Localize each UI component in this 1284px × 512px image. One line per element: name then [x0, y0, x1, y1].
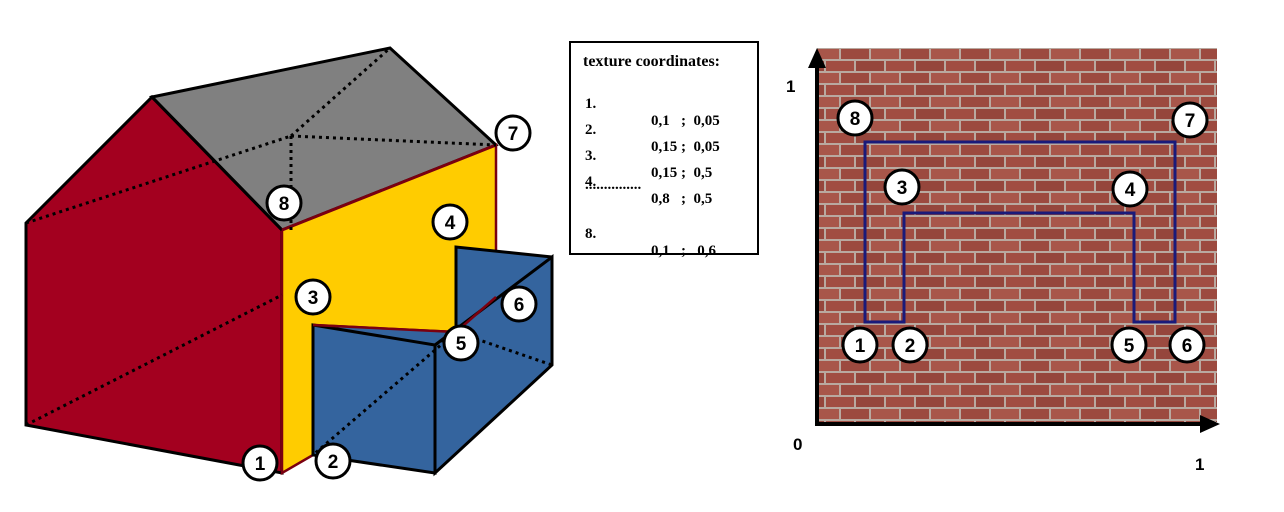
- row-number: 8.: [585, 226, 597, 242]
- svg-text:4: 4: [1125, 180, 1136, 201]
- table-title: texture coordinates:: [583, 53, 720, 70]
- tex-marker-6: 6: [1168, 326, 1206, 364]
- svg-text:5: 5: [456, 334, 467, 355]
- row-number: 4.: [585, 174, 597, 190]
- origin-label: 0: [793, 435, 802, 454]
- row-value: 0,8 ; 0,5: [651, 191, 713, 207]
- marker-3: 3: [294, 278, 332, 316]
- svg-text:5: 5: [1124, 336, 1135, 357]
- table-row-ellipsis: ...............: [583, 177, 757, 209]
- row-value: 0,1 ; 0,6: [651, 243, 716, 259]
- svg-text:3: 3: [897, 178, 908, 199]
- house-model: 1 2 3 4 5 6 7 8: [24, 46, 554, 482]
- row-value: 0,15 ; 0,5: [651, 165, 713, 181]
- table-row: 2. 0,15 ; 0,05: [583, 105, 757, 155]
- marker-7: 7: [494, 114, 532, 152]
- texture-outline: [863, 140, 1177, 324]
- svg-text:8: 8: [850, 109, 861, 130]
- y-axis-top-label: 1: [786, 77, 795, 96]
- table-row: 8. 0,1 ; 0,6: [583, 209, 757, 259]
- svg-text:7: 7: [1185, 111, 1196, 132]
- row-number: 1.: [585, 96, 597, 112]
- x-axis-right-label: 1: [1195, 455, 1204, 474]
- marker-6: 6: [500, 285, 538, 323]
- tex-marker-7: 7: [1171, 101, 1209, 139]
- tex-marker-2: 2: [891, 326, 929, 364]
- row-number: 2.: [585, 122, 597, 138]
- texture-map: 1 0 1 1 2 3 4 5 6 7: [786, 48, 1220, 474]
- x-axis-arrow: [1200, 415, 1220, 433]
- ellipsis: ...............: [585, 177, 642, 193]
- tex-marker-5: 5: [1110, 326, 1148, 364]
- texture-coordinates-table: texture coordinates: 1. 0,1 ; 0,05 2. 0,…: [569, 41, 759, 259]
- table-row: 3. 0,15 ; 0,5: [583, 131, 757, 181]
- svg-text:7: 7: [508, 124, 519, 145]
- svg-text:4: 4: [445, 213, 456, 234]
- row-number: 3.: [585, 148, 597, 164]
- svg-text:2: 2: [328, 452, 339, 473]
- row-value: 0,1 ; 0,05: [651, 113, 720, 129]
- roof-eave: [281, 143, 497, 232]
- table-row: 4. 0,8 ; 0,5: [583, 157, 757, 207]
- svg-text:2: 2: [905, 336, 916, 357]
- svg-text:6: 6: [1182, 336, 1193, 357]
- svg-text:1: 1: [855, 336, 866, 357]
- marker-5: 5: [442, 324, 480, 362]
- svg-text:6: 6: [514, 295, 525, 316]
- y-axis-arrow: [808, 48, 826, 68]
- blue-box-front: [311, 323, 437, 475]
- svg-text:3: 3: [308, 288, 319, 309]
- table-row: 1. 0,1 ; 0,05: [583, 79, 757, 129]
- svg-text:8: 8: [279, 194, 290, 215]
- marker-1: 1: [241, 444, 279, 482]
- tex-marker-3: 3: [883, 168, 921, 206]
- tex-marker-4: 4: [1111, 170, 1149, 208]
- tex-marker-1: 1: [841, 326, 879, 364]
- marker-4: 4: [431, 203, 469, 241]
- svg-text:1: 1: [255, 454, 266, 475]
- blue-box-edge-top: [312, 323, 457, 334]
- roof-ridge: [150, 95, 284, 232]
- marker-8: 8: [265, 184, 303, 222]
- marker-2: 2: [314, 442, 352, 480]
- tex-marker-8: 8: [836, 99, 874, 137]
- brick-texture: [817, 48, 1217, 422]
- row-value: 0,15 ; 0,05: [651, 139, 720, 155]
